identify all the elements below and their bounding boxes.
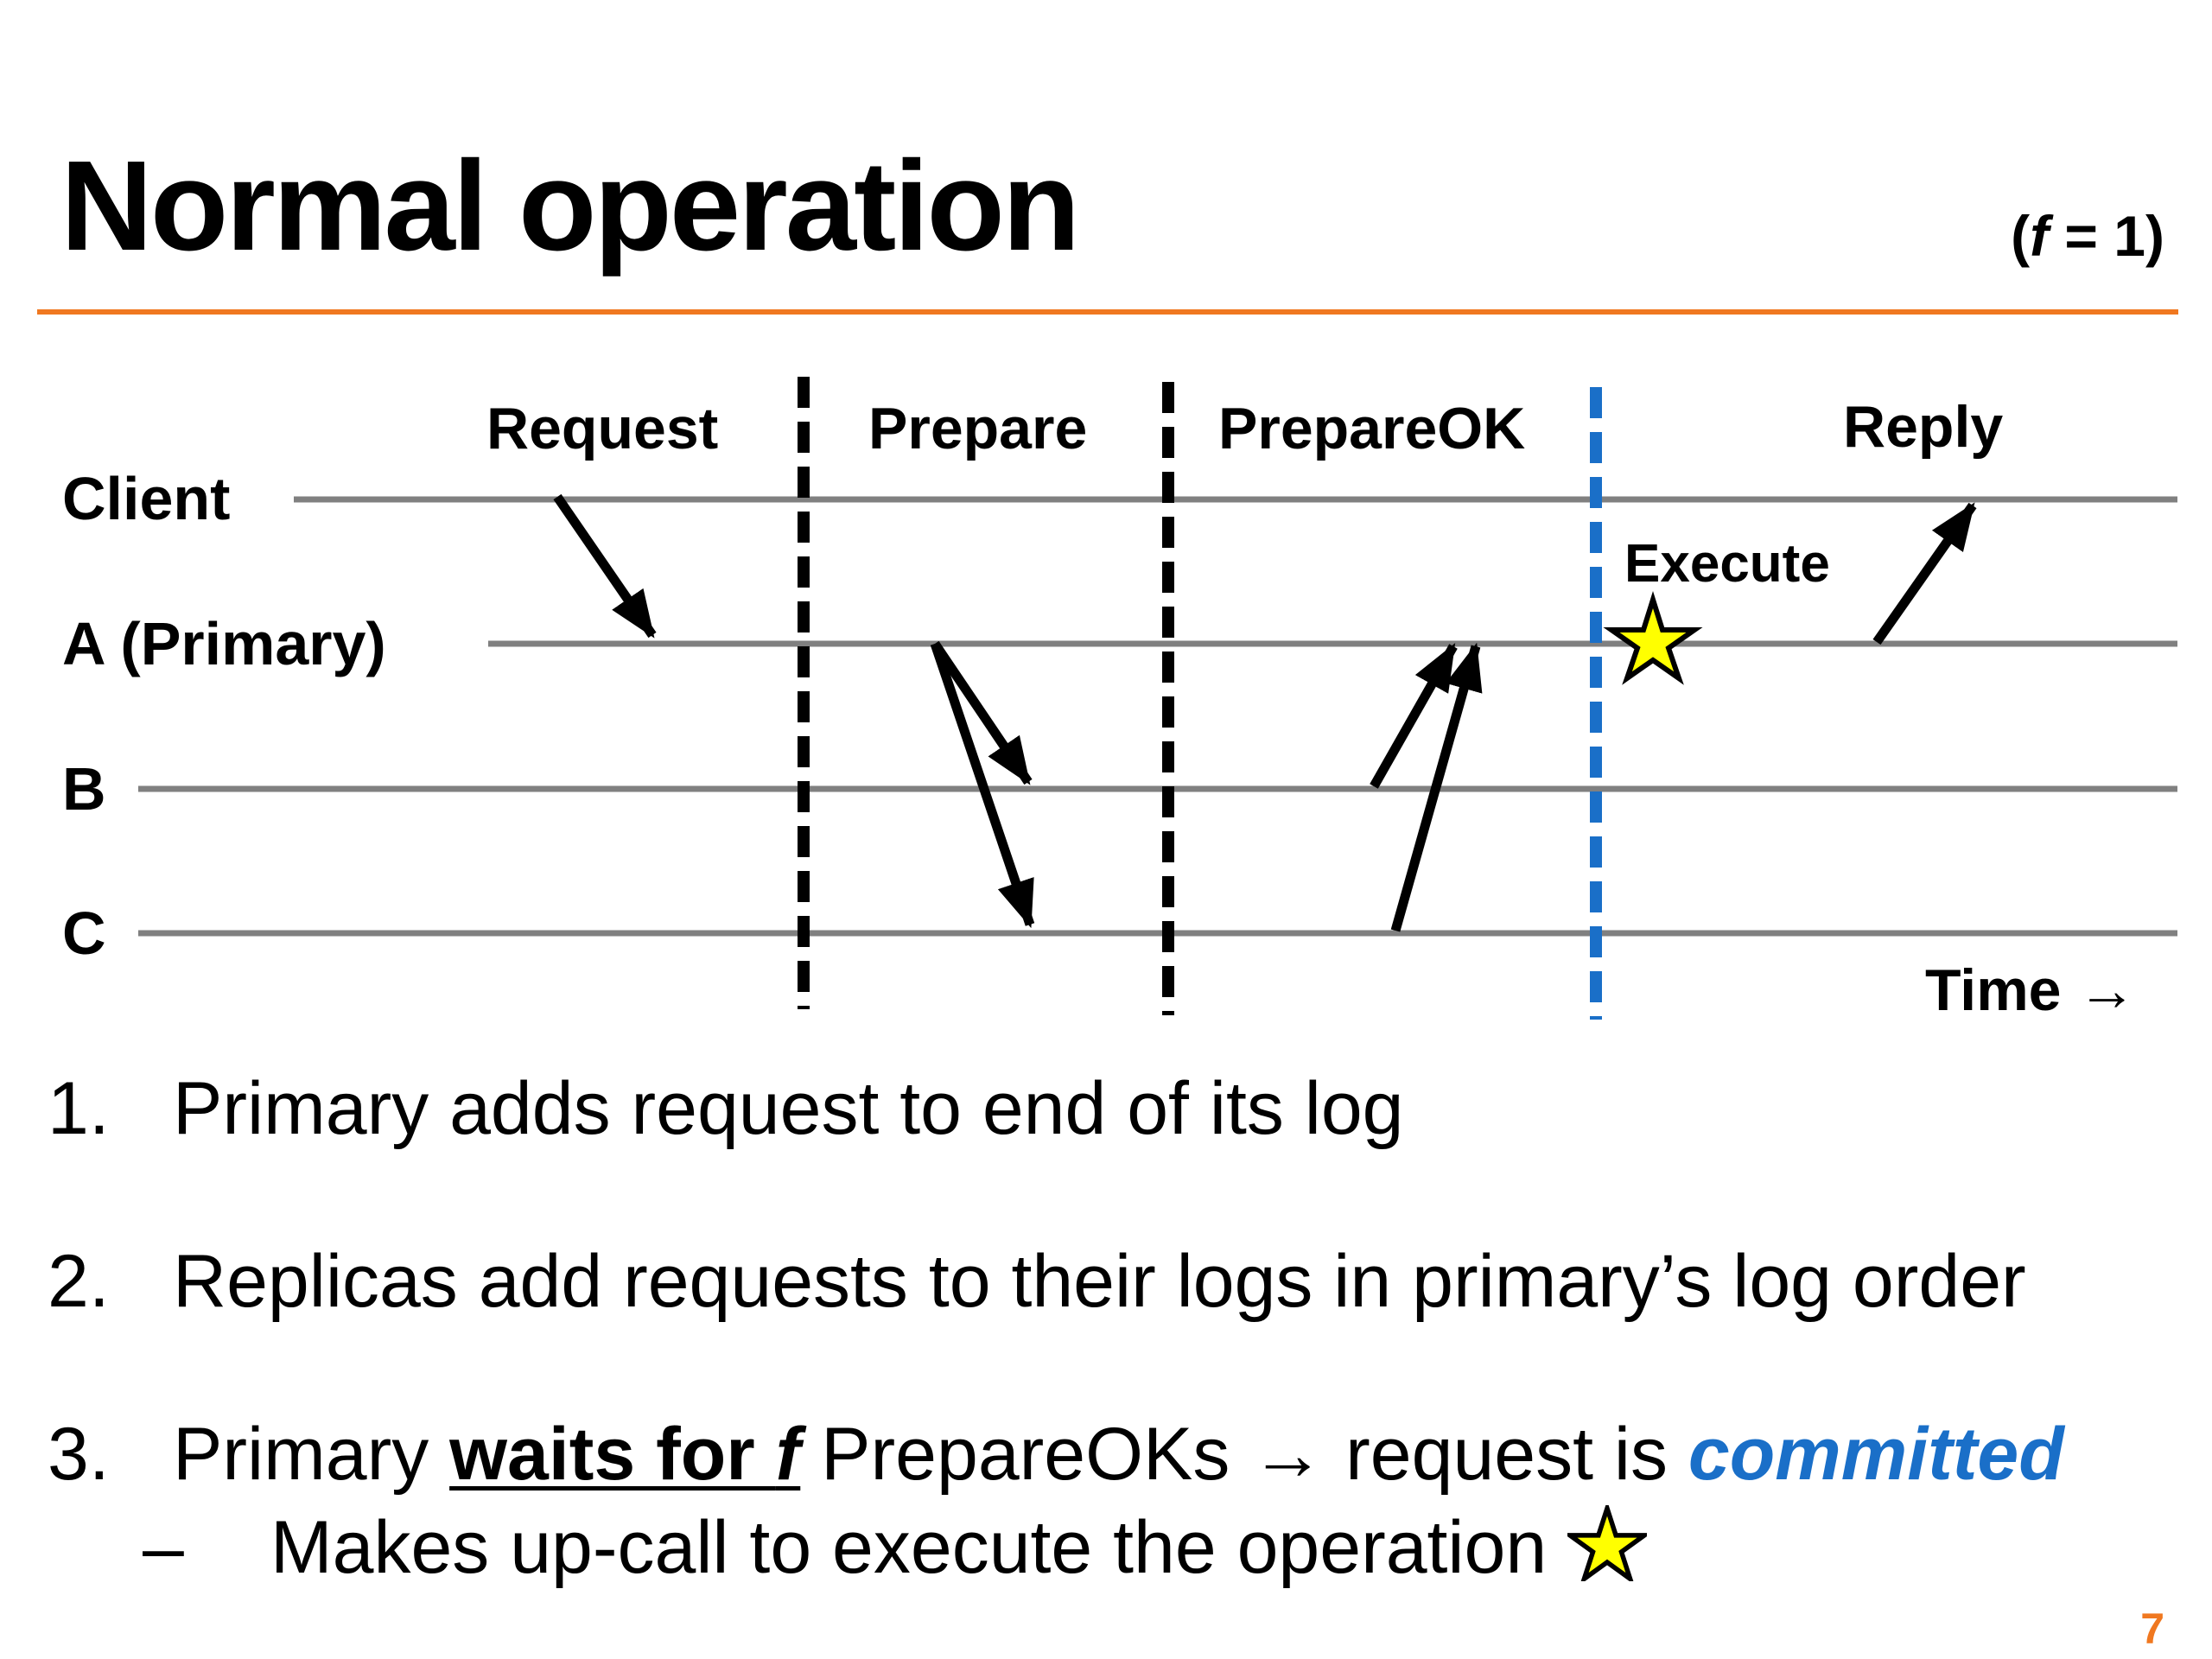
time-axis-label: Time →: [1925, 957, 2137, 1023]
prepareok-arrow-from-b: [1370, 643, 1458, 789]
slide-title: Normal operation: [60, 135, 1080, 277]
prepare-arrow-to-c: [930, 642, 1035, 929]
phase-label-prepare: Prepare: [868, 396, 1088, 461]
execute-label: Execute: [1624, 534, 1830, 594]
arrow-right-icon: →: [2077, 957, 2137, 1023]
point-3: 3.Primary waits for f PrepareOKs → reque…: [48, 1413, 2064, 1496]
point-1: 1.Primary adds request to end of its log: [48, 1067, 1404, 1150]
lane-label-primary: A (Primary): [62, 610, 386, 677]
phase-label-prepareok: PrepareOK: [1218, 396, 1526, 461]
prepare-arrow-to-b: [931, 640, 1033, 785]
star-icon: [1562, 1500, 1652, 1586]
sub-point-upcall: –Makes up-call to execute the operation: [143, 1500, 1652, 1586]
point-2: 2.Replicas add requests to their logs in…: [48, 1240, 2026, 1323]
title-rule: [37, 309, 2178, 315]
lane-label-c: C: [62, 899, 106, 967]
star-icon: [1603, 590, 1703, 685]
phase-label-request: Request: [486, 396, 719, 461]
committed-term: committed: [1688, 1413, 2064, 1496]
request-arrow: [553, 493, 657, 639]
prepareok-arrow-from-c: [1390, 642, 1483, 932]
page-number: 7: [2140, 1605, 2164, 1653]
phase-label-reply: Reply: [1843, 394, 2004, 460]
fault-tolerance-label: (f = 1): [2011, 204, 2164, 268]
lane-label-b: B: [62, 755, 106, 823]
reply-arrow: [1872, 502, 1977, 645]
lane-label-client: Client: [62, 465, 231, 532]
waits-for-f-emphasis: waits for f: [449, 1413, 801, 1496]
